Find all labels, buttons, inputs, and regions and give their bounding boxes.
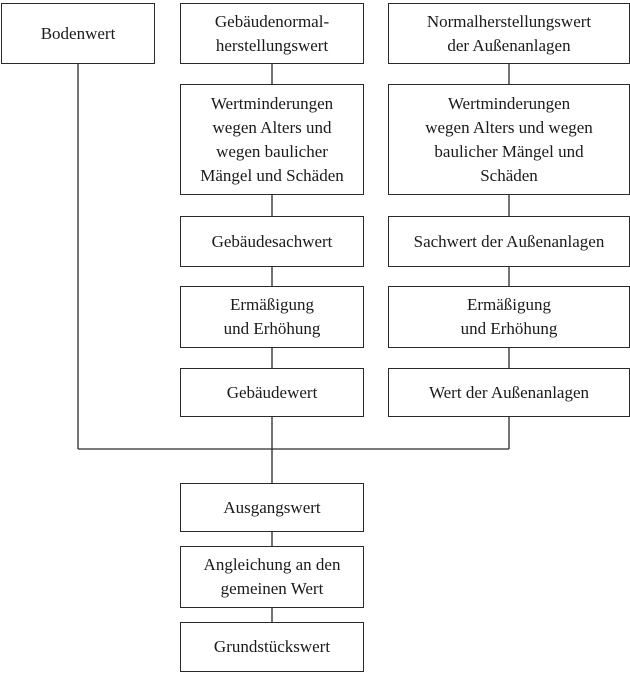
node-sachwert-aussenanlagen-label: Sachwert der Außenanlagen (413, 231, 605, 251)
node-ermaessigung-aussenanlagen-label: Ermäßigung und Erhöhung (460, 295, 558, 338)
node-ausgangswert: Ausgangswert (180, 483, 364, 532)
node-grundstueckswert-label: Grundstückswert (213, 637, 331, 656)
node-gebaeudenormalherstellungswert-label: Gebäudenormal- herstellungswert (214, 11, 330, 55)
node-grundstueckswert: Grundstückswert (180, 622, 364, 672)
node-wert-aussenanlagen: Wert der Außenanlagen (388, 368, 630, 417)
node-angleichung: Angleichung an den gemeinen Wert (180, 546, 364, 608)
node-normalherstellungswert-aussenanlagen: Normalherstellungswert der Außenanlagen (388, 3, 630, 64)
node-gebaeudesachwert-label: Gebäudesachwert (211, 231, 333, 251)
node-ausgangswert-label: Ausgangswert (223, 497, 321, 517)
node-gebaeudenormalherstellungswert: Gebäudenormal- herstellungswert (180, 3, 364, 64)
node-wertminderungen-aussenanlagen-label: Wertminderungen wegen Alters und wegen b… (425, 93, 593, 185)
node-wertminderungen-aussenanlagen: Wertminderungen wegen Alters und wegen b… (388, 84, 630, 195)
node-ermaessigung-gebaeude-label: Ermäßigung und Erhöhung (223, 295, 321, 338)
node-gebaeudesachwert: Gebäudesachwert (180, 216, 364, 267)
node-normalherstellungswert-aussenanlagen-label: Normalherstellungswert der Außenanlagen (426, 11, 592, 55)
node-ermaessigung-aussenanlagen: Ermäßigung und Erhöhung (388, 286, 630, 348)
node-gebaeudewert-label: Gebäudewert (226, 382, 318, 402)
node-bodenwert: Bodenwert (1, 3, 155, 64)
node-ermaessigung-gebaeude: Ermäßigung und Erhöhung (180, 286, 364, 348)
node-gebaeudewert: Gebäudewert (180, 368, 364, 417)
node-angleichung-label: Angleichung an den gemeinen Wert (203, 555, 341, 598)
node-sachwert-aussenanlagen: Sachwert der Außenanlagen (388, 216, 630, 267)
node-bodenwert-label: Bodenwert (40, 23, 116, 43)
node-wertminderungen-gebaeude: Wertminderungen wegen Alters und wegen b… (180, 84, 364, 195)
node-wertminderungen-gebaeude-label: Wertminderungen wegen Alters und wegen b… (200, 93, 344, 185)
node-wert-aussenanlagen-label: Wert der Außenanlagen (428, 382, 590, 402)
